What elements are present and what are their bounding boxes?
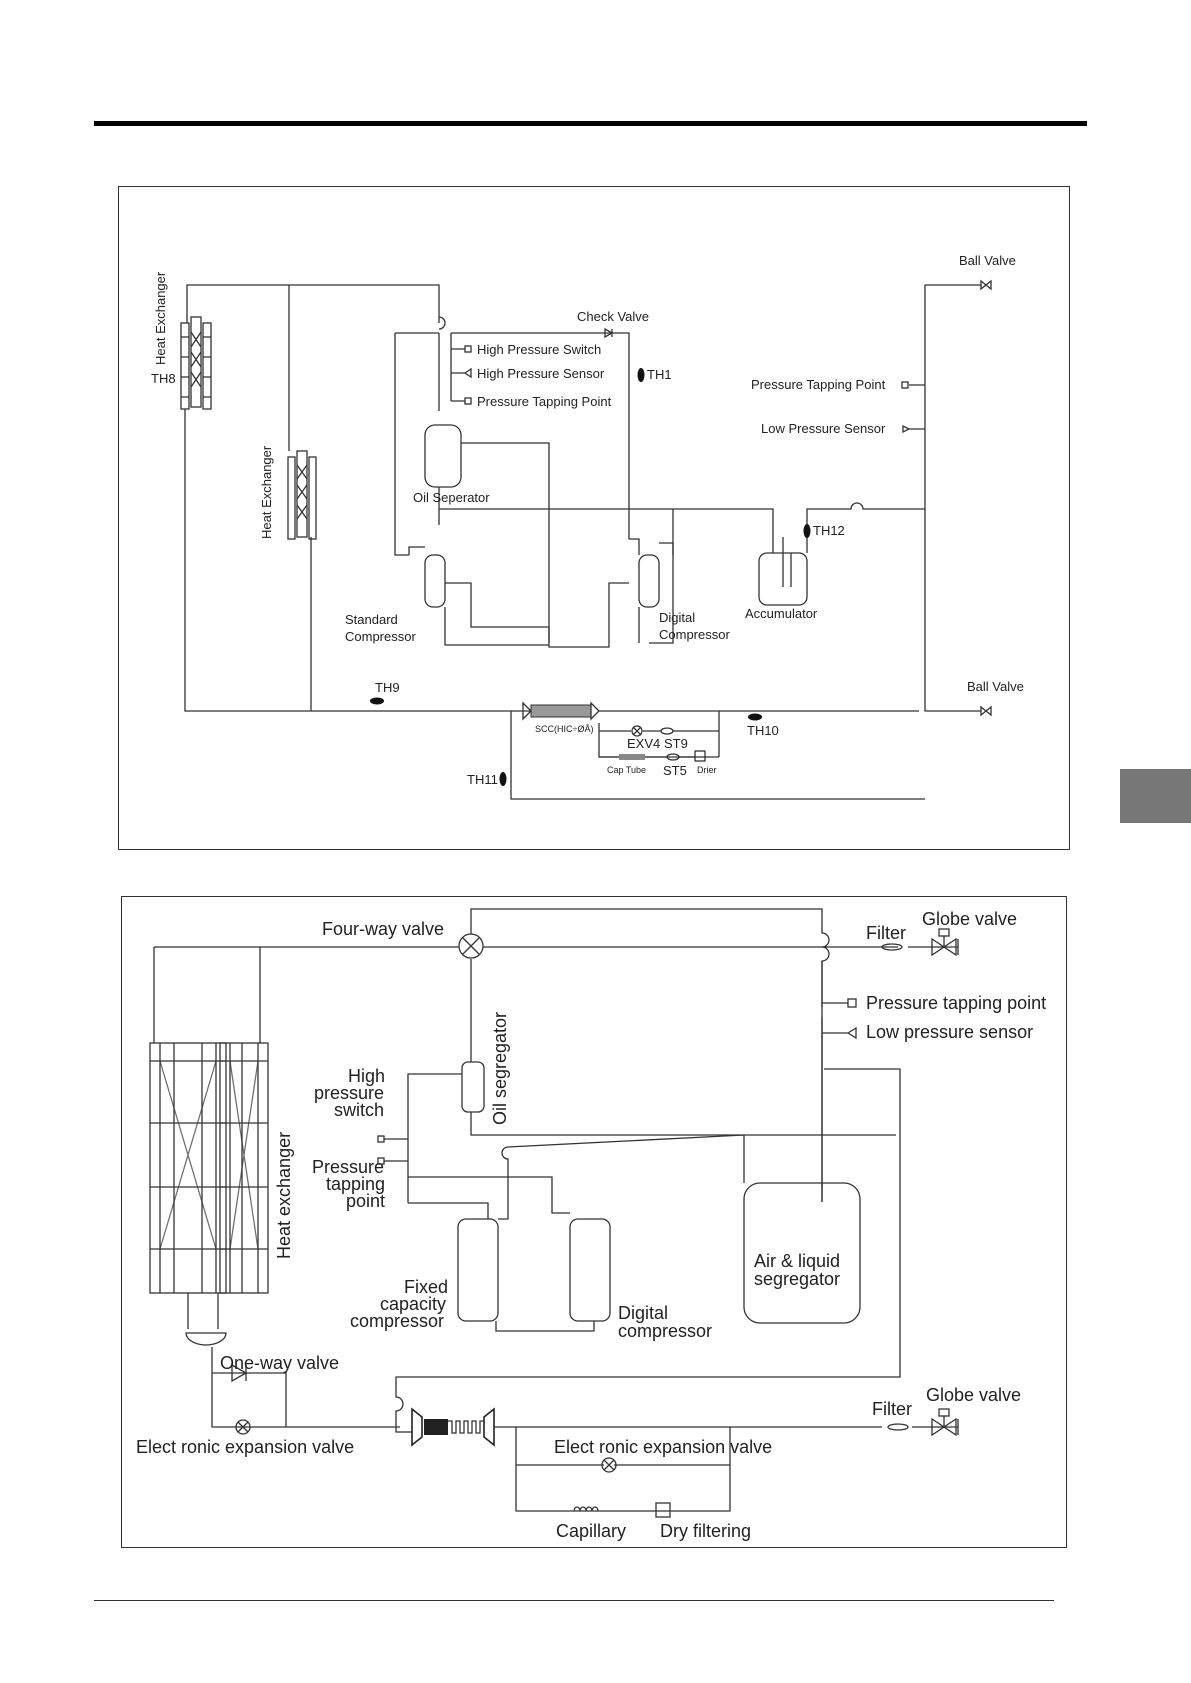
oil-separator	[424, 424, 462, 488]
globe-valve-bottom-icon	[931, 1417, 959, 1437]
label-th11: TH11	[467, 772, 498, 787]
label-low-pressure-sensor: Low Pressure Sensor	[761, 421, 886, 436]
refrigerant-diagram-1: Heat Exchanger Heat Exchanger TH8 Ball V…	[118, 186, 1070, 850]
globe-valve-top-icon	[931, 937, 959, 957]
th12-sensor-icon	[803, 524, 811, 538]
label-high-pressure-sensor: High Pressure Sensor	[477, 366, 605, 381]
heat-exchanger-2	[287, 450, 317, 540]
label-filter-top: Filter	[866, 923, 906, 943]
heat-exchanger-2a	[149, 1042, 227, 1294]
ball-valve-top-icon	[980, 279, 992, 291]
label-st5: ST5	[663, 763, 687, 778]
scc	[530, 704, 592, 718]
label-accumulator: Accumulator	[745, 606, 818, 621]
label-one-way-valve: One-way valve	[220, 1353, 339, 1373]
th11-sensor-icon	[499, 772, 507, 786]
label-th8: TH8	[151, 371, 176, 386]
label-standard-compressor-1: Standard	[345, 612, 398, 627]
label-four-way-valve: Four-way valve	[322, 919, 444, 939]
bottom-rule	[94, 1600, 1054, 1601]
standard-compressor	[424, 554, 446, 608]
label-check-valve: Check Valve	[577, 309, 649, 324]
label-eev-right: Elect ronic expansion valve	[554, 1437, 772, 1457]
label-drier: Drier	[697, 765, 717, 775]
label-st9: ST9	[664, 736, 688, 751]
label-high-pressure-switch: High Pressure Switch	[477, 342, 601, 357]
label-heat-exchanger-1: Heat Exchanger	[153, 271, 168, 365]
ball-valve-bottom-icon	[980, 705, 992, 717]
label-high-pressure-switch-1: High	[348, 1066, 385, 1086]
diagram-2-svg: Four-way valve Filter Globe valve Pressu…	[136, 908, 1046, 1541]
fixed-compressor	[457, 1218, 499, 1322]
label-ball-valve-bottom: Ball Valve	[967, 679, 1024, 694]
dry-filter-icon	[655, 1502, 671, 1518]
label-th12: TH12	[813, 523, 845, 538]
label-th1: TH1	[647, 367, 672, 382]
th1-sensor-icon	[637, 368, 645, 382]
filter-top-icon	[881, 943, 903, 951]
label-fixed-1: Fixed	[404, 1277, 448, 1297]
label-globe-valve-top: Globe valve	[922, 909, 1017, 929]
label-heat-exchanger: Heat exchanger	[274, 1132, 294, 1259]
label-standard-compressor-2: Compressor	[345, 629, 416, 644]
oil-segregator	[461, 1061, 485, 1113]
label-pressure-tapping-2: tapping	[326, 1174, 385, 1194]
label-filter-bottom: Filter	[872, 1399, 912, 1419]
capillary-icon	[573, 1506, 599, 1512]
one-way-valve-icon	[231, 1363, 248, 1383]
label-high-pressure-switch-2: pressure	[314, 1083, 384, 1103]
label-pressure-tapping-point-right: Pressure Tapping Point	[751, 377, 886, 392]
section-tab	[1120, 769, 1191, 823]
label-pressure-tapping-3: point	[346, 1191, 385, 1211]
label-air-liquid-2: segregator	[754, 1269, 840, 1289]
eev-right-icon	[601, 1457, 617, 1473]
top-rule	[94, 121, 1087, 126]
label-capillary: Capillary	[556, 1521, 626, 1541]
label-th9: TH9	[375, 680, 400, 695]
label-digital-compressor-1: Digital	[659, 610, 695, 625]
label-digital-compressor-2: Compressor	[659, 627, 730, 642]
diagram-1-svg: Heat Exchanger Heat Exchanger TH8 Ball V…	[151, 253, 1024, 800]
label-globe-valve-bottom: Globe valve	[926, 1385, 1021, 1405]
label-exv4: EXV4	[627, 736, 660, 751]
label-oil-segregator: Oil segregator	[490, 1012, 510, 1125]
label-oil-separator: Oil Seperator	[413, 490, 490, 505]
label-eev-left: Elect ronic expansion valve	[136, 1437, 354, 1457]
label-pressure-tapping-1: Pressure	[312, 1157, 384, 1177]
label-scc: SCC(HIC÷ØÅ)	[535, 724, 593, 734]
label-air-liquid-1: Air & liquid	[754, 1251, 840, 1271]
eev-left-icon	[235, 1419, 251, 1435]
th10-sensor-icon	[748, 713, 762, 721]
refrigerant-diagram-2: Four-way valve Filter Globe valve Pressu…	[121, 896, 1067, 1548]
label-th10: TH10	[747, 723, 779, 738]
label-fixed-3: compressor	[350, 1311, 444, 1331]
label-ball-valve-top: Ball Valve	[959, 253, 1016, 268]
label-dry-filtering: Dry filtering	[660, 1521, 751, 1541]
label-digital-1: Digital	[618, 1303, 668, 1323]
th9-sensor-icon	[370, 697, 384, 705]
label-pressure-tapping-point: Pressure tapping point	[866, 993, 1046, 1013]
label-high-pressure-switch-3: switch	[334, 1100, 384, 1120]
label-pressure-tapping-point: Pressure Tapping Point	[477, 394, 612, 409]
filter-bottom-icon	[887, 1423, 909, 1431]
label-low-pressure-sensor: Low pressure sensor	[866, 1022, 1033, 1042]
air-liquid-segregator	[743, 1182, 861, 1324]
label-cap-tube: Cap Tube	[607, 765, 646, 775]
heat-exchanger-2b	[219, 1042, 269, 1294]
label-fixed-2: capacity	[380, 1294, 446, 1314]
digital-compressor-2	[569, 1218, 611, 1322]
label-heat-exchanger-2: Heat Exchanger	[259, 445, 274, 539]
digital-compressor	[638, 554, 660, 608]
label-digital-2: compressor	[618, 1321, 712, 1341]
heat-exchanger-1	[180, 316, 212, 410]
